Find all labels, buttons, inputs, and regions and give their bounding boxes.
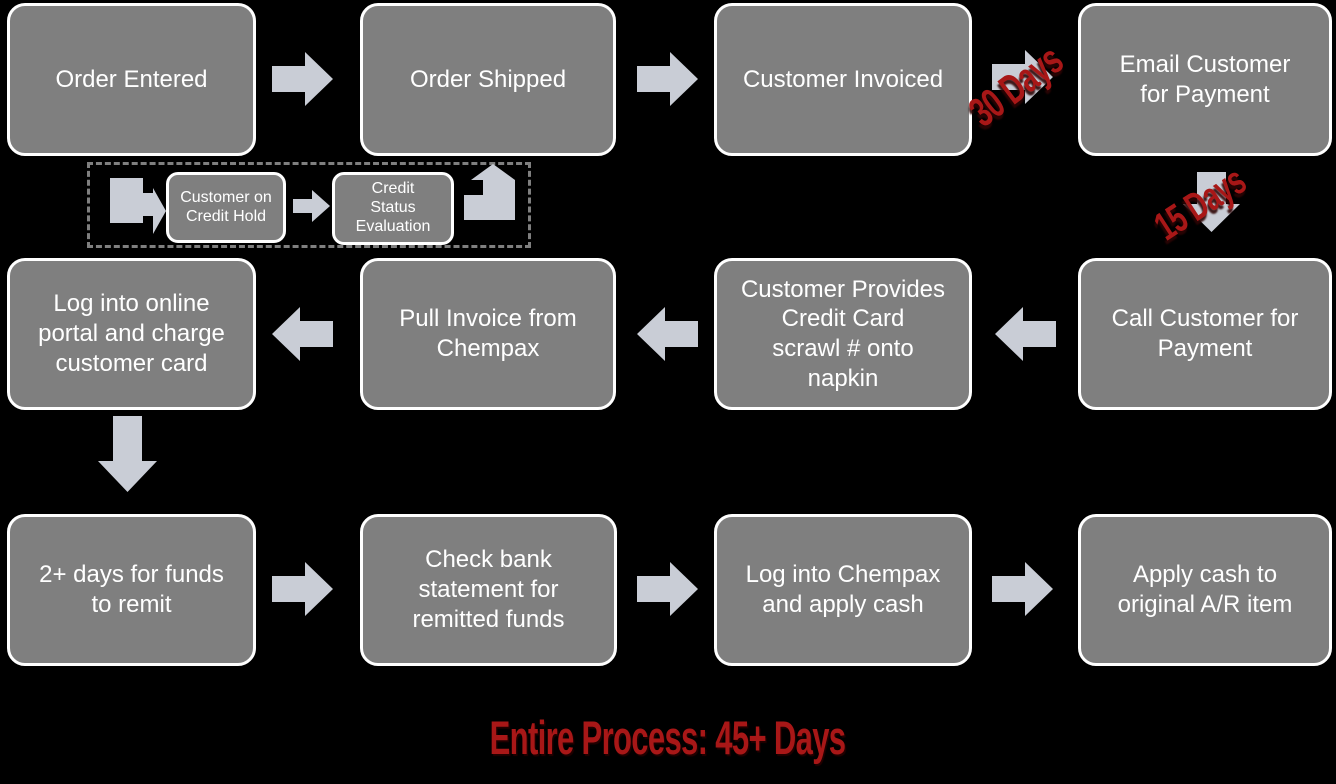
step-label: Log into online portal and charge custom… [38,290,225,377]
step-label: Call Customer for Payment [1111,305,1299,362]
arrow-right-icon [272,562,333,616]
arrow-right-icon [293,190,330,222]
step-customer-invoiced: Customer Invoiced [714,3,972,156]
arrow-left-icon [637,307,698,361]
step-log-into-chempax-apply-cash: Log into Chempax and apply cash [714,514,972,666]
step-log-into-online-portal: Log into online portal and charge custom… [7,258,256,410]
arrow-left-icon [995,307,1056,361]
credit-hold-loop-region [87,162,531,248]
arrow-down-icon [98,416,157,492]
arrow-right-icon [272,52,333,106]
step-label: Email Customer for Payment [1119,50,1291,108]
arrow-right-icon [992,50,1053,104]
step-customer-on-credit-hold: Customer on Credit Hold [166,172,286,243]
annotation-total-duration: Entire Process: 45+ Days [490,711,846,764]
step-customer-provides-credit-card: Customer Provides Credit Card scrawl # o… [714,258,972,410]
step-order-entered: Order Entered [7,3,256,156]
step-call-customer-for-payment: Call Customer for Payment [1078,258,1332,410]
step-label: Order Entered [55,65,208,93]
bent-arrow-up-icon [464,160,518,222]
arrow-right-icon [637,52,698,106]
step-label: Customer on Credit Hold [180,188,272,225]
step-label: Credit Status Evaluation [355,180,431,235]
step-label: Order Shipped [409,65,567,93]
step-check-bank-statement: Check bank statement for remitted funds [360,514,617,666]
step-label: Check bank statement for remitted funds [412,546,565,633]
step-label: Log into Chempax and apply cash [745,561,941,618]
step-credit-status-evaluation: Credit Status Evaluation [332,172,454,245]
step-apply-cash-to-ar-item: Apply cash to original A/R item [1078,514,1332,666]
bent-arrow-right-icon [110,178,166,234]
step-label: Pull Invoice from Chempax [399,305,577,362]
arrow-down-icon [1183,172,1240,232]
step-pull-invoice-from-chempax: Pull Invoice from Chempax [360,258,616,410]
step-label: Customer Provides Credit Card scrawl # o… [740,275,946,392]
step-label: Customer Invoiced [742,65,944,93]
arrow-left-icon [272,307,333,361]
step-order-shipped: Order Shipped [360,3,616,156]
step-label: Apply cash to original A/R item [1117,561,1293,618]
step-label: 2+ days for funds to remit [39,561,224,618]
step-email-customer-for-payment: Email Customer for Payment [1078,3,1332,156]
arrow-right-icon [992,562,1053,616]
arrow-right-icon [637,562,698,616]
step-days-for-funds-to-remit: 2+ days for funds to remit [7,514,256,666]
annotation-15-days: 15 Days [1146,158,1253,249]
